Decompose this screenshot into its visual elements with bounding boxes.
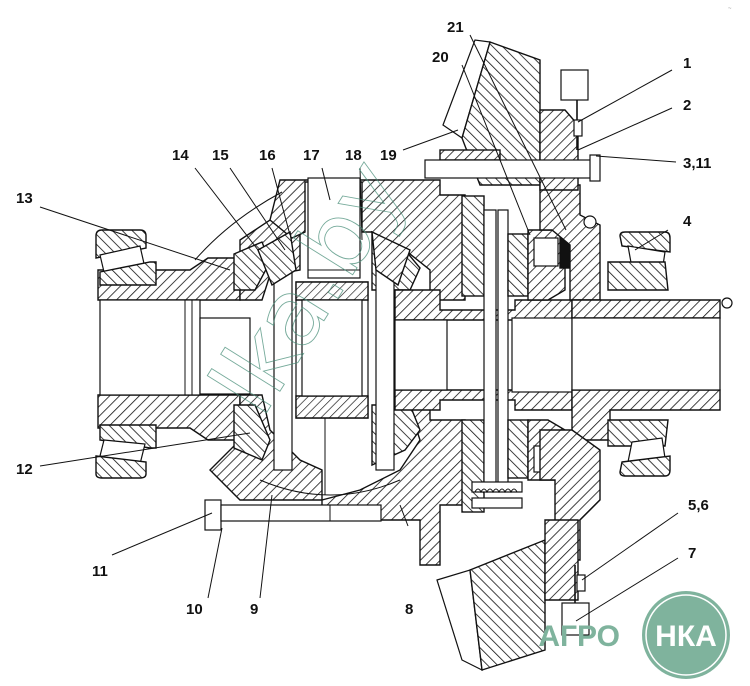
logo-circle [642, 591, 730, 679]
left-hub-part-13 [97, 257, 251, 441]
case-bolt-part-11 [204, 499, 382, 531]
axle-center [273, 269, 395, 495]
callout-12: 12 [16, 461, 33, 478]
callout-4: 4 [683, 213, 692, 230]
callout-2: 2 [683, 97, 691, 114]
callout-7: 7 [688, 545, 696, 562]
side-gear-right [371, 230, 411, 287]
callout-9: 9 [250, 601, 258, 618]
callout-8: 8 [405, 601, 413, 618]
callout-13: 13 [16, 190, 33, 207]
logo-left-text: АГРО [538, 620, 620, 653]
logo-circle-text: НКА [655, 620, 717, 653]
callout-19: 19 [380, 147, 397, 164]
callout-20: 20 [432, 49, 449, 66]
lock-plate-top [560, 69, 589, 150]
callout-11: 11 [92, 563, 108, 580]
leader-lines [39, 34, 679, 622]
callout-14: 14 [172, 147, 189, 164]
callout-5-6: 5,6 [688, 497, 709, 514]
callout-15: 15 [212, 147, 229, 164]
lock-plate-bottom [561, 565, 590, 636]
ring-gear-bolt-top [424, 149, 601, 182]
spring-row [471, 481, 523, 509]
callout-17: 17 [303, 147, 320, 164]
callout-10: 10 [186, 601, 203, 618]
pinion-shaft-part-17 [307, 177, 361, 279]
corner-mark: ~ [728, 6, 732, 12]
agronka-logo: АГРО НКА [538, 591, 730, 679]
callout-1: 1 [683, 55, 691, 72]
callout-18: 18 [345, 147, 362, 164]
callout-3-11: 3,11 [683, 155, 711, 172]
side-gear-left [257, 230, 297, 287]
case-outline-arc [194, 191, 283, 261]
callout-21: 21 [447, 19, 464, 36]
callout-labels: 1 2 3,11 4 5,6 7 8 9 10 11 12 13 14 15 1… [16, 19, 711, 618]
callout-16: 16 [259, 147, 276, 164]
left-bearing-top [95, 229, 157, 286]
ring-gear [436, 39, 579, 672]
left-bearing-bottom [95, 424, 157, 479]
right-bearing-part-4 [607, 231, 671, 477]
